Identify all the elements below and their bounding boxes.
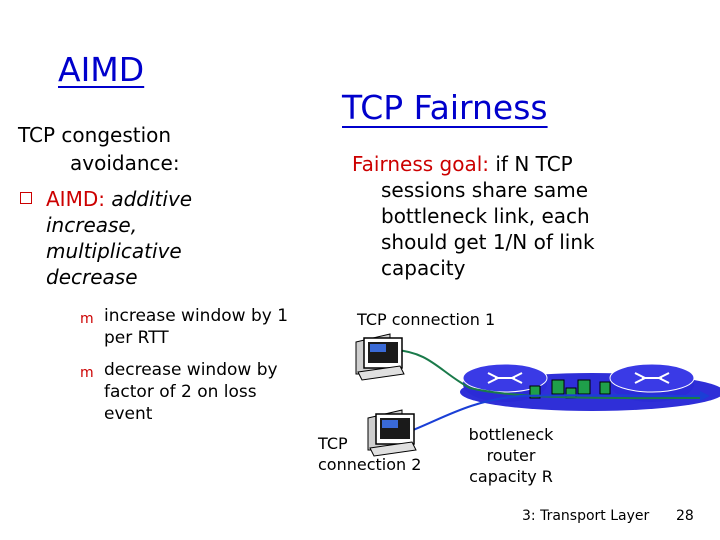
sub-bullet-icon: m <box>80 365 94 381</box>
sub-bullet-2-line-3: event <box>104 404 153 424</box>
tcp-connection-1-label: TCP connection 1 <box>357 310 496 329</box>
tcp-connection-2-line-1: TCP <box>318 434 348 453</box>
intro-line-2: avoidance: <box>70 151 180 175</box>
fairness-goal-text-2: sessions share same <box>381 178 589 202</box>
fairness-goal-text-5: capacity <box>381 256 466 280</box>
aimd-title: AIMD <box>58 50 145 89</box>
bottleneck-line-3: capacity R <box>469 467 553 486</box>
flow-connection-1 <box>394 349 701 400</box>
sub-bullet-2-line-2: factor of 2 on loss <box>104 382 257 402</box>
bottleneck-router-label: bottleneck router capacity R <box>456 424 566 487</box>
intro-line-1: TCP congestion <box>18 123 172 147</box>
sub-bullet-1-line-1: increase window by 1 <box>104 306 289 326</box>
square-bullet-icon <box>20 192 32 204</box>
computer-icon <box>355 333 405 381</box>
computer-icon <box>367 409 417 457</box>
tcp-connection-2-label: TCP connection 2 <box>318 433 421 475</box>
packets <box>529 379 611 399</box>
flow-connection-2 <box>407 394 701 433</box>
sub-bullet-increase: m increase window by 1 per RTT <box>80 305 324 349</box>
aimd-text-4: decrease <box>46 265 138 289</box>
fairness-goal-text-3: bottleneck link, each <box>381 204 590 228</box>
aimd-text-2: increase, <box>46 213 138 237</box>
fairness-goal-label: Fairness goal: <box>352 152 490 176</box>
sub-bullet-icon: m <box>80 311 94 327</box>
arrow-head-icon <box>700 391 710 401</box>
tcp-connection-2-line-2: connection 2 <box>318 455 422 474</box>
router-icon <box>462 363 548 402</box>
fairness-goal: Fairness goal: if N TCP sessions share s… <box>352 151 652 281</box>
bottleneck-line-2: router <box>486 446 536 465</box>
chapter-footer: 3: Transport Layer <box>522 508 650 524</box>
fairness-goal-text-4: should get 1/N of link <box>381 230 595 254</box>
sub-bullet-decrease: m decrease window by factor of 2 on loss… <box>80 359 324 425</box>
bottleneck-line-1: bottleneck <box>468 425 554 444</box>
aimd-text-3: multiplicative <box>46 239 182 263</box>
fairness-goal-text-1: if N TCP <box>489 152 573 176</box>
page-number: 28 <box>676 508 694 524</box>
aimd-label: AIMD: <box>46 187 105 211</box>
aimd-bullet: AIMD: additive increase, multiplicative … <box>20 186 276 290</box>
router-icon <box>609 363 695 402</box>
aimd-text-1: additive <box>104 187 193 211</box>
sub-bullet-2-line-1: decrease window by <box>104 360 278 380</box>
tcp-fairness-title: TCP Fairness <box>342 88 548 127</box>
sub-bullet-1-line-2: per RTT <box>104 328 169 348</box>
